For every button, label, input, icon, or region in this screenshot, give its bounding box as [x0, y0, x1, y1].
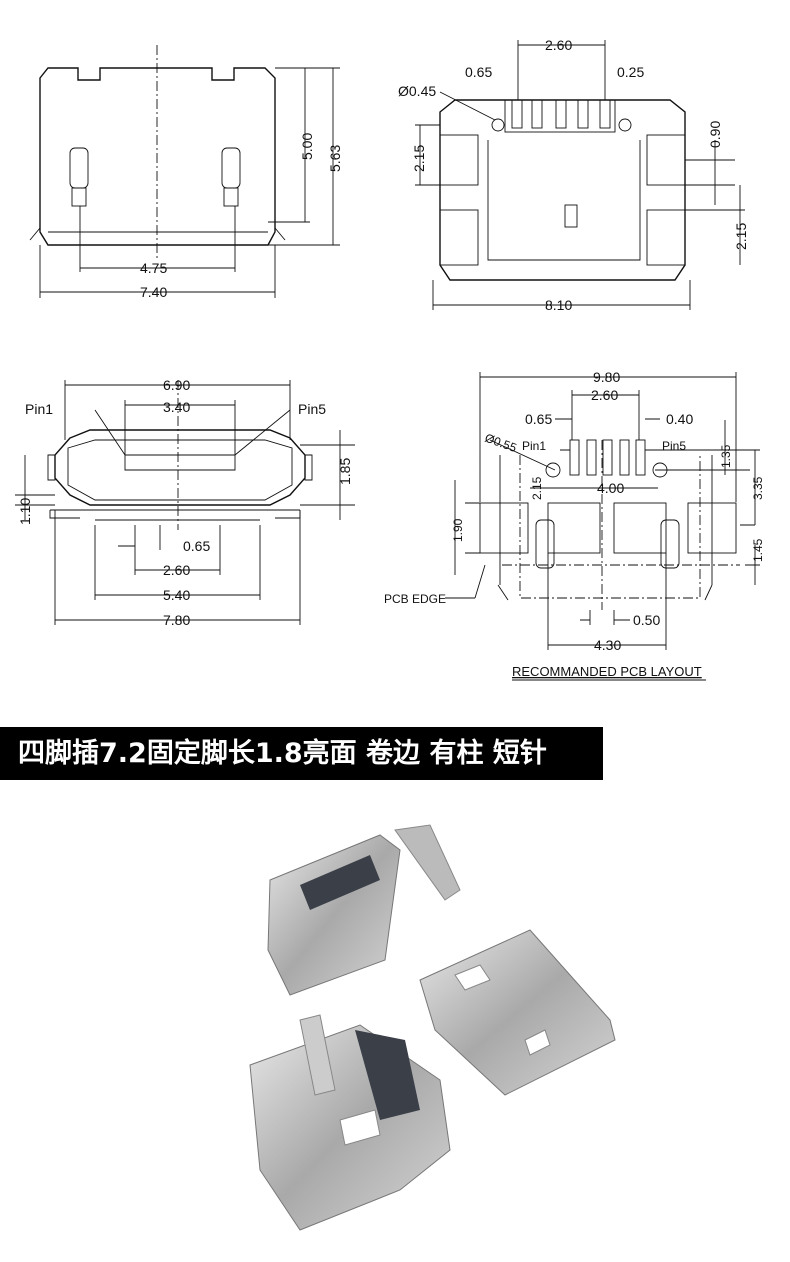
dim-2-60: 2.60 — [591, 387, 618, 403]
dim-1-45: 1.45 — [751, 538, 765, 562]
connector-3 — [249, 1014, 451, 1231]
dim-1-85: 1.85 — [337, 458, 353, 485]
dim-0-65: 0.65 — [183, 538, 210, 554]
dim-4-75: 4.75 — [140, 260, 167, 276]
dim-2-15-right: 2.15 — [733, 223, 749, 250]
dim-1-35: 1.35 — [719, 444, 733, 468]
dim-8-10: 8.10 — [545, 297, 572, 313]
dim-5-40: 5.40 — [163, 587, 190, 603]
dim-0-65: 0.65 — [525, 411, 552, 427]
pin1-label: Pin1 — [25, 401, 53, 417]
dim-6-90: 6.90 — [163, 377, 190, 393]
dim-1-90: 1.90 — [451, 518, 465, 542]
pcb-layout-title: RECOMMANDED PCB LAYOUT — [512, 664, 702, 679]
pcb-edge-label: PCB EDGE — [384, 592, 446, 606]
pin1-label: Pin1 — [522, 439, 546, 453]
dim-0-65: 0.65 — [465, 64, 492, 80]
dim-2-15-left: 2.15 — [411, 145, 427, 172]
dim-7-40: 7.40 — [140, 284, 167, 300]
dim-4-30: 4.30 — [594, 637, 621, 653]
dim-7-80: 7.80 — [163, 612, 190, 628]
dim-hole-diameter: Ø0.55 — [483, 431, 519, 455]
dim-0-25: 0.25 — [617, 64, 644, 80]
technical-drawings: 4.75 7.40 5.00 5.63 2.60 0.65 0.25 Ø0.45… — [15, 37, 765, 681]
dim-0-40: 0.40 — [666, 411, 693, 427]
dim-5-63: 5.63 — [327, 145, 343, 172]
dim-3-40: 3.40 — [163, 399, 190, 415]
dim-4-00: 4.00 — [597, 480, 624, 496]
dim-2-15: 2.15 — [530, 476, 544, 500]
connector-1 — [267, 824, 461, 996]
pcb-layout-drawing: 9.80 2.60 0.65 0.40 Ø0.55 Pin1 Pin5 1.35… — [384, 369, 765, 681]
top-view-drawing: 4.75 7.40 5.00 5.63 — [29, 45, 343, 300]
connector-2 — [419, 929, 616, 1096]
dim-5-00: 5.00 — [299, 133, 315, 160]
pin5-label: Pin5 — [662, 439, 686, 453]
dim-hole-diameter: Ø0.45 — [398, 83, 436, 99]
dim-9-80: 9.80 — [593, 369, 620, 385]
pin5-label: Pin5 — [298, 401, 326, 417]
dim-0-50: 0.50 — [633, 612, 660, 628]
dim-2-60: 2.60 — [545, 37, 572, 53]
dim-1-10: 1.10 — [17, 498, 33, 525]
dim-3-35: 3.35 — [751, 476, 765, 500]
front-view-drawing: 6.90 3.40 Pin1 Pin5 1.85 1.10 0.65 2.60 … — [15, 377, 355, 628]
dim-0-90: 0.90 — [707, 121, 723, 148]
product-photo — [249, 824, 616, 1231]
bottom-view-drawing: 2.60 0.65 0.25 Ø0.45 2.15 0.90 2.15 8.10 — [398, 37, 749, 313]
spec-banner: 四脚插7.2固定脚长1.8亮面 卷边 有柱 短针 — [0, 727, 603, 780]
dim-2-60: 2.60 — [163, 562, 190, 578]
